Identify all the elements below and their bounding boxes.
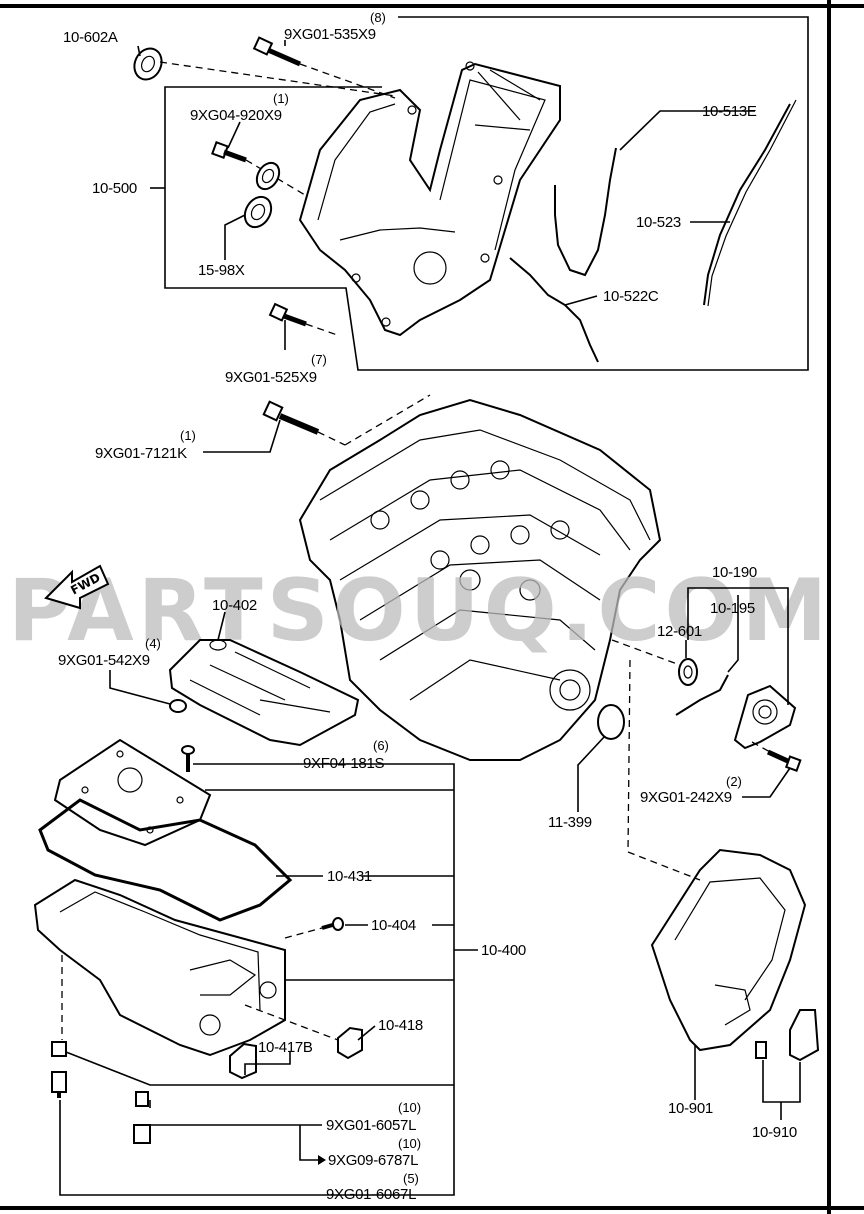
qty-5: (5)	[403, 1171, 419, 1186]
label-11-399: 11-399	[548, 814, 592, 831]
label-9XG01-535X9: 9XG01-535X9	[284, 26, 376, 43]
bolt-9XG04-920X9[interactable]	[211, 141, 247, 163]
leader-dash-404	[284, 927, 323, 939]
leader-dash-901-a	[627, 659, 631, 853]
qty-6: (6)	[373, 738, 389, 753]
leader-dash-525	[305, 323, 341, 337]
label-9XG01-7121K: 9XG01-7121K	[95, 445, 187, 462]
cover-10-418[interactable]	[337, 1026, 363, 1060]
gasket-10-513E[interactable]	[554, 147, 617, 277]
rear-seal-retainer-10-190[interactable]	[733, 684, 797, 750]
label-9XG01-6057L: 9XG01-6057L	[326, 1117, 416, 1134]
leader-dash-418	[244, 1004, 339, 1041]
leader-dash-7121	[317, 431, 346, 446]
qty-2: (2)	[726, 774, 742, 789]
bolt-9XG01-535X9[interactable]	[252, 36, 302, 67]
label-10-402: 10-402	[212, 597, 257, 614]
drain-plug-9XG01-6067L[interactable]	[51, 1041, 67, 1098]
label-10-418: 10-418	[378, 1017, 423, 1034]
label-9XG01-242X9: 9XG01-242X9	[640, 789, 732, 806]
nut-9XG01-542X9[interactable]	[169, 699, 187, 713]
leader-dash-602A	[159, 61, 396, 97]
timing-cover[interactable]	[298, 61, 561, 337]
bolt-9XG01-525X9[interactable]	[268, 302, 307, 327]
qty-1b: (1)	[180, 428, 196, 443]
qty-7: (7)	[311, 352, 327, 367]
qty-1a: (1)	[273, 91, 289, 106]
cover-10-417B[interactable]	[229, 1042, 257, 1080]
oil-seal-12-601[interactable]	[678, 658, 698, 686]
label-15-98X: 15-98X	[198, 262, 245, 279]
label-12-601: 12-601	[657, 623, 702, 640]
leader-lines	[59, 40, 801, 1196]
label-9XF04-181S: 9XF04-181S	[303, 755, 385, 772]
qty-8: (8)	[370, 10, 386, 25]
gasket-10-523[interactable]	[703, 103, 791, 306]
timing-cover-group-frame	[164, 16, 809, 371]
gasket-10-195[interactable]	[675, 674, 729, 716]
watermark: PARTSOUQ.COM	[8, 561, 831, 661]
leader-dash-12601	[611, 639, 681, 666]
label-10-910: 10-910	[752, 1124, 797, 1141]
oil-baffle-10-402[interactable]	[168, 639, 360, 747]
engine-block	[298, 398, 662, 761]
leader-dash-901-b	[627, 851, 701, 881]
bolt-9XG01-7121K[interactable]	[262, 400, 320, 435]
label-9XG01-6067L: 9XG01-6067L	[326, 1186, 416, 1203]
label-10-400: 10-400	[481, 942, 526, 959]
qty-10a: (10)	[398, 1100, 421, 1115]
bracket-10-910[interactable]	[755, 1009, 820, 1062]
label-10-522C: 10-522C	[603, 288, 659, 305]
label-10-901: 10-901	[668, 1100, 713, 1117]
bolt-9XG01-242X9[interactable]	[766, 749, 802, 772]
qty-10b: (10)	[398, 1136, 421, 1151]
qty-4: (4)	[145, 636, 161, 651]
label-9XG01-542X9: 9XG01-542X9	[58, 652, 150, 669]
plug-11-399[interactable]	[597, 704, 625, 740]
leader-dash-cover-engine	[344, 394, 431, 446]
label-10-431: 10-431	[327, 868, 372, 885]
label-10-513E: 10-513E	[702, 103, 757, 120]
label-10-602A: 10-602A	[63, 29, 118, 46]
label-10-195: 10-195	[710, 600, 755, 617]
leader-dash-242	[751, 741, 771, 753]
baffle-plate[interactable]	[53, 738, 212, 847]
plug-9XG01-6057L[interactable]	[133, 1091, 151, 1144]
bolt-10-404[interactable]	[321, 917, 344, 931]
end-plate-10-901[interactable]	[650, 848, 807, 1052]
label-10-404: 10-404	[371, 917, 416, 934]
label-9XG01-525X9: 9XG01-525X9	[225, 369, 317, 386]
oil-seal-15-98X[interactable]	[240, 159, 284, 232]
gasket-10-431[interactable]	[38, 798, 293, 922]
label-10-190: 10-190	[712, 564, 757, 581]
label-10-417B: 10-417B	[258, 1039, 313, 1056]
oil-seal-10-602A[interactable]	[129, 44, 166, 84]
label-9XG04-920X9: 9XG04-920X9	[190, 107, 282, 124]
bolt-9XF04-181S[interactable]	[181, 745, 195, 772]
oil-pan[interactable]	[33, 878, 286, 1057]
label-10-500: 10-500	[92, 180, 137, 197]
label-10-523: 10-523	[636, 214, 681, 231]
label-9XG09-6787L: 9XG09-6787L	[328, 1152, 418, 1169]
leader-dash-535	[299, 63, 396, 99]
